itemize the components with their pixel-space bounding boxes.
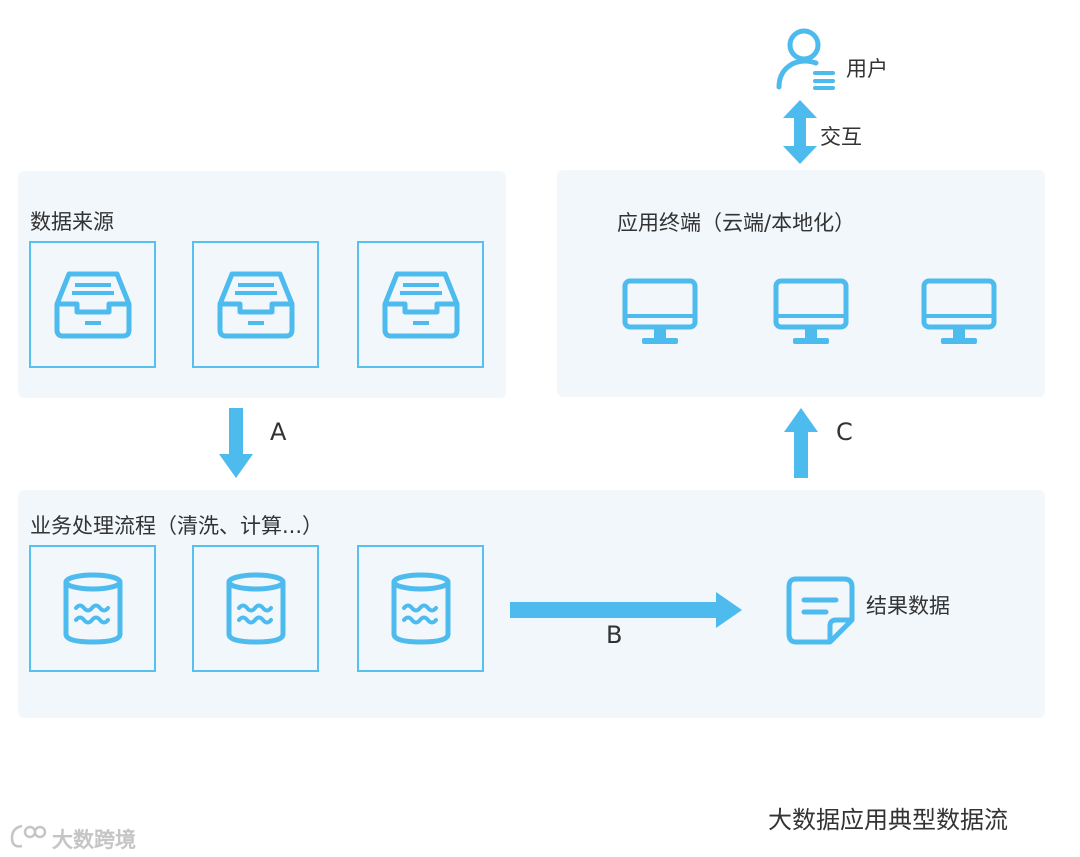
user-label: 用户 [846, 57, 888, 81]
app-terminal-title: 应用终端（云端/本地化） [617, 211, 856, 235]
user-icon [776, 28, 835, 90]
processing-box-3 [357, 545, 484, 672]
flow-label-b: B [606, 621, 623, 649]
processing-title: 业务处理流程（清洗、计算...） [30, 514, 324, 538]
watermark-text: 大数跨境 [52, 828, 136, 852]
inbox-tray-icon [54, 271, 131, 338]
inbox-tray-icon [217, 271, 294, 338]
flow-label-c: C [836, 418, 853, 446]
data-source-box-3 [357, 241, 484, 368]
diagram-caption: 大数据应用典型数据流 [768, 806, 1008, 834]
double-arrow-icon [783, 100, 817, 164]
flow-label-a: A [270, 418, 287, 446]
data-source-title: 数据来源 [30, 210, 114, 234]
data-source-box-1 [29, 241, 156, 368]
monitor-icon [921, 278, 997, 344]
database-icon [226, 572, 285, 645]
interaction-label: 交互 [820, 125, 862, 149]
monitor-icon [773, 278, 849, 344]
processing-box-1 [29, 545, 156, 672]
monitor-icon [622, 278, 698, 344]
database-icon [63, 572, 122, 645]
arrow-right-icon [510, 592, 742, 628]
logo-icon [10, 824, 47, 848]
arrow-down-icon [219, 408, 253, 478]
arrow-up-icon [784, 408, 818, 478]
inbox-tray-icon [382, 271, 459, 338]
result-data-label: 结果数据 [866, 594, 950, 618]
processing-box-2 [192, 545, 319, 672]
database-icon [391, 572, 450, 645]
document-icon [786, 576, 855, 645]
data-source-box-2 [192, 241, 319, 368]
